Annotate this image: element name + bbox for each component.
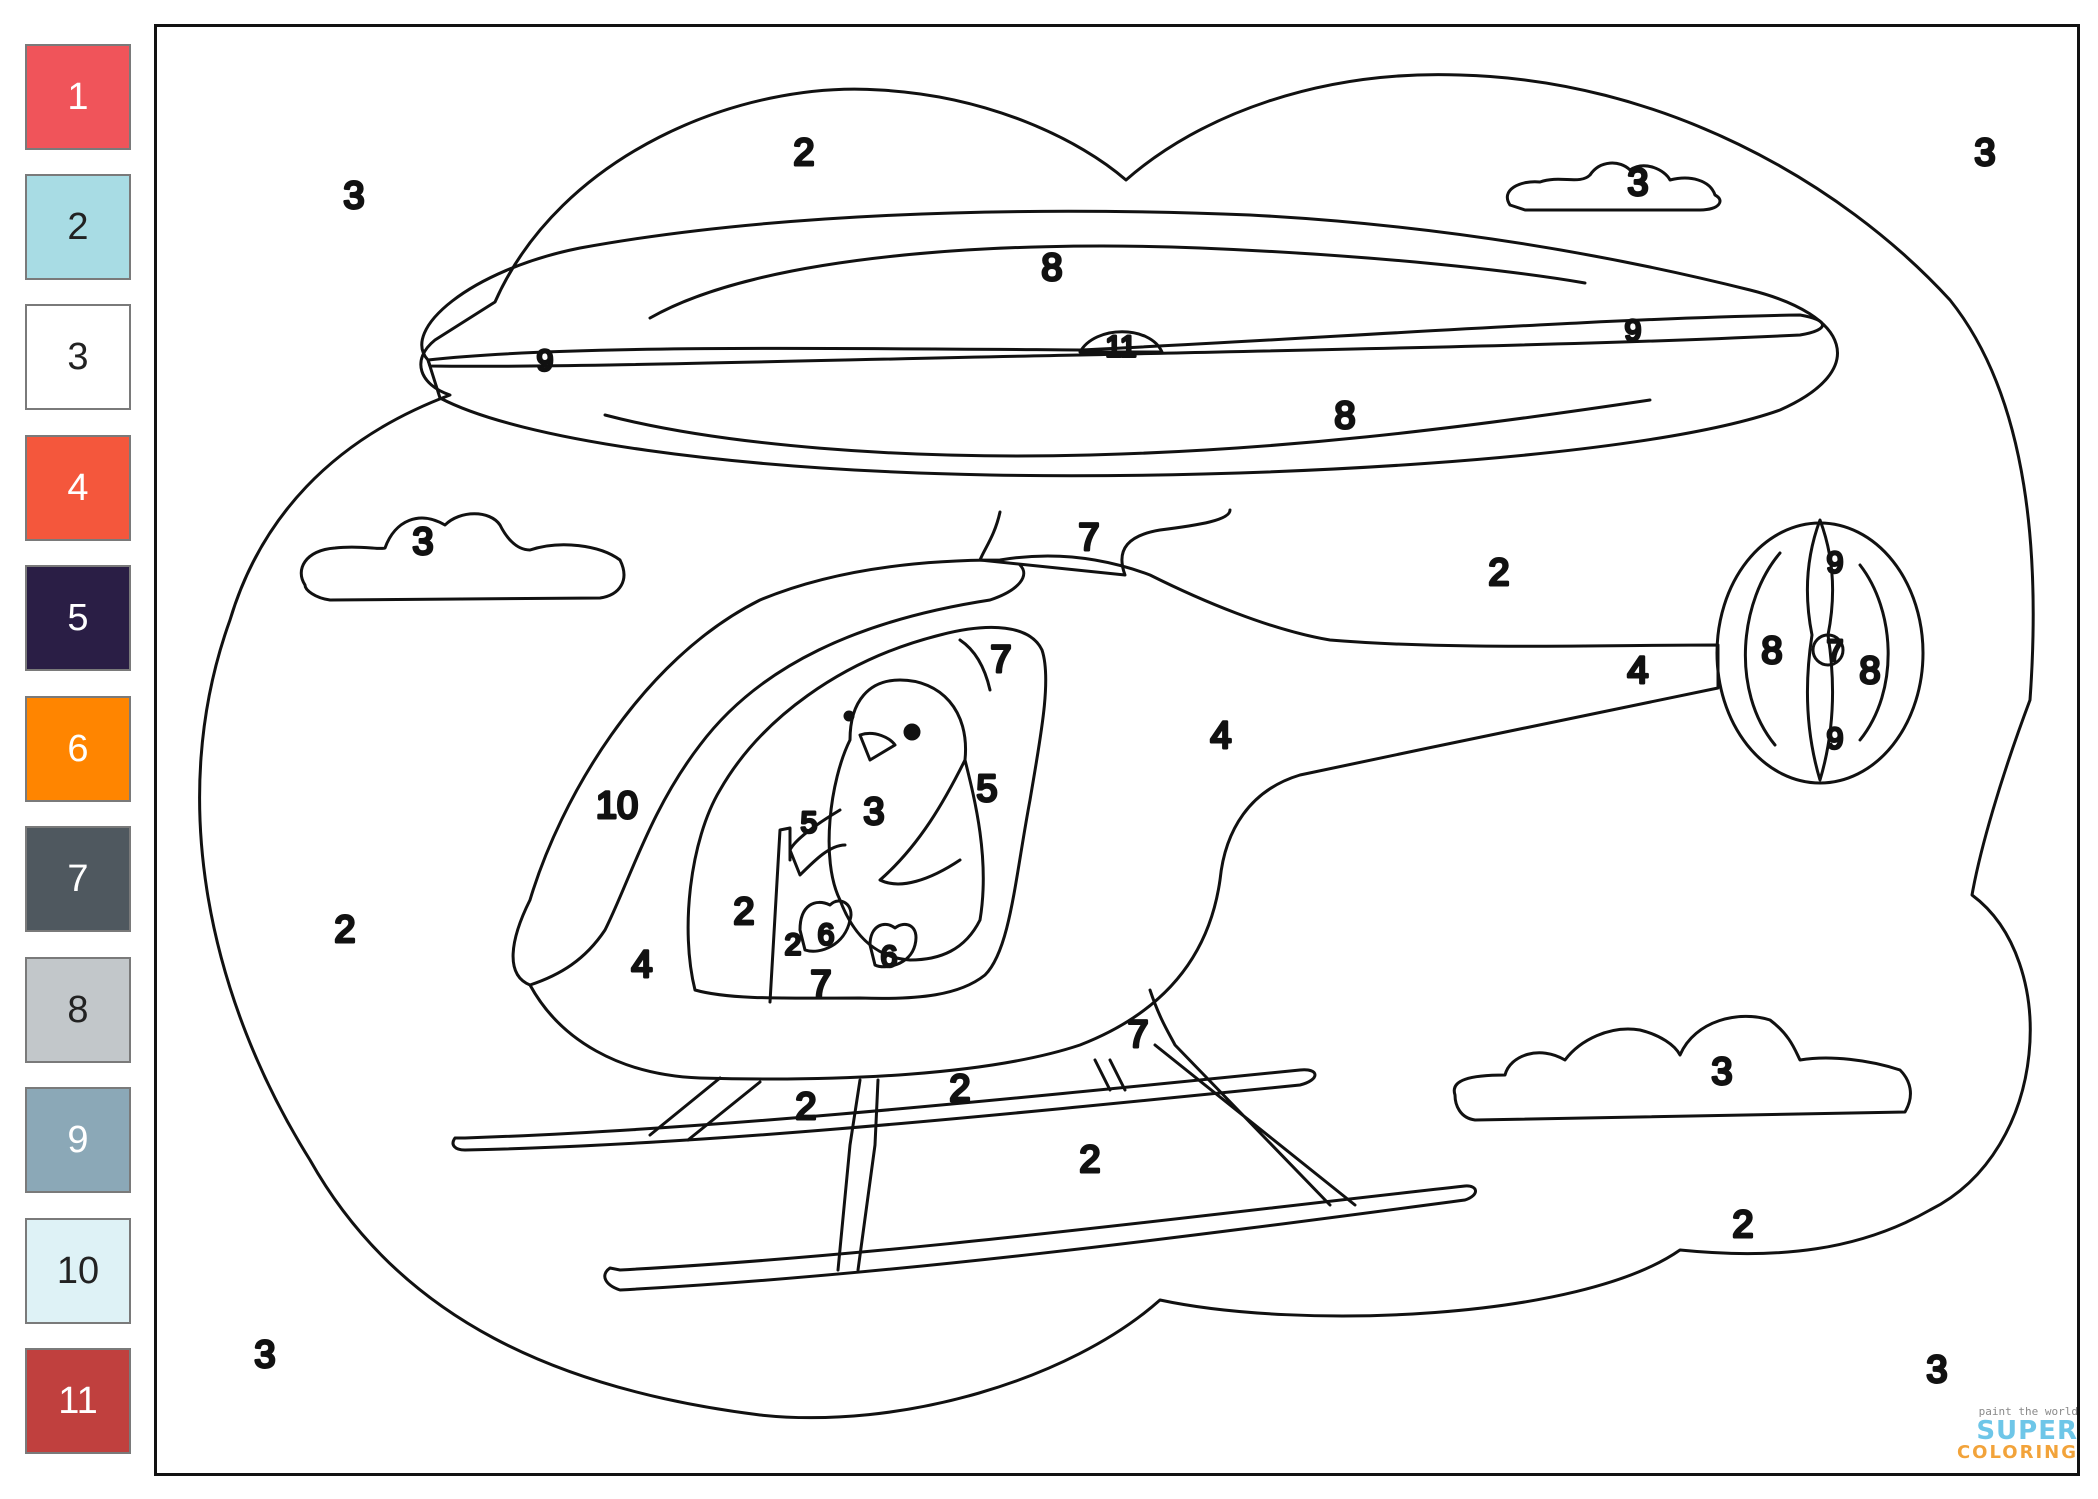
region-number: 2	[1079, 1139, 1100, 1181]
swatch-number: 7	[67, 858, 89, 900]
penguin-body[interactable]	[827, 678, 985, 962]
watermark-tagline: paint the world	[1978, 1405, 2078, 1418]
swatch-number: 6	[67, 728, 89, 770]
cloud-right[interactable]	[1452, 1014, 1912, 1122]
skid-strut-left[interactable]	[648, 1076, 880, 1272]
color-swatch-3[interactable]: 3	[25, 304, 131, 410]
region-number: 3	[412, 521, 433, 563]
region-number: 5	[976, 768, 997, 810]
region-number: 9	[1827, 547, 1844, 580]
region-number: 8	[1859, 650, 1880, 692]
swatch-number: 1	[67, 76, 89, 118]
color-swatch-9[interactable]: 9	[25, 1087, 131, 1193]
region-number: 7	[1127, 1014, 1148, 1056]
region-number: 3	[1974, 132, 1995, 174]
region-number: 8	[1761, 630, 1782, 672]
region-number: 3	[1627, 162, 1648, 204]
tail-rotor[interactable]	[1715, 521, 1925, 785]
region-number: 6	[818, 919, 835, 952]
region-number: 7	[1827, 635, 1844, 668]
rotor-blade[interactable]	[426, 313, 1824, 368]
color-swatch-7[interactable]: 7	[25, 826, 131, 932]
region-number: 9	[1625, 315, 1642, 348]
swatch-number: 3	[67, 336, 89, 378]
tail-rotor-arc-right	[1858, 563, 1890, 742]
region-number: 3	[254, 1334, 275, 1376]
cloud-left[interactable]	[299, 512, 626, 602]
region-number: 10	[596, 785, 638, 827]
swatch-number: 10	[56, 1250, 100, 1292]
swatch-number: 8	[67, 989, 89, 1031]
region-number: 2	[785, 929, 802, 962]
region-number: 11	[1105, 331, 1136, 364]
region-number: 3	[343, 175, 364, 217]
region-number: 2	[1488, 552, 1509, 594]
watermark-brand: SUPER	[1976, 1416, 2078, 1446]
swatch-number: 5	[67, 597, 89, 639]
region-number: 6	[881, 941, 898, 974]
tail-rotor-hub[interactable]	[1811, 633, 1845, 667]
color-swatch-6[interactable]: 6	[25, 696, 131, 802]
penguin-eye-right	[903, 723, 921, 741]
tail-rotor-arc-left	[1743, 551, 1782, 747]
rotor-arc-lower	[603, 398, 1652, 458]
region-number: 2	[334, 909, 355, 951]
helicopter-body[interactable]	[511, 554, 1720, 1081]
region-number: 4	[631, 944, 652, 986]
penguin-arm[interactable]	[788, 808, 847, 877]
region-number: 2	[1732, 1204, 1753, 1246]
region-number: 3	[863, 791, 884, 833]
skid-front[interactable]	[603, 1184, 1477, 1292]
region-number: 7	[810, 964, 831, 1006]
seat[interactable]	[768, 638, 992, 1004]
rotor-arc-upper	[648, 244, 1587, 320]
region-number: 2	[733, 891, 754, 933]
swatch-number: 11	[58, 1380, 98, 1422]
color-swatch-10[interactable]: 10	[25, 1218, 131, 1324]
cockpit-window[interactable]	[686, 625, 1048, 1000]
rotor-disc[interactable]	[420, 209, 1839, 478]
region-number: 5	[801, 807, 818, 840]
region-number: 3	[1711, 1051, 1732, 1093]
region-number: 8	[1334, 395, 1355, 437]
coloring-frame	[154, 24, 2080, 1476]
region-number: 7	[990, 639, 1011, 681]
swatch-number: 2	[67, 206, 89, 248]
region-number: 8	[1041, 247, 1062, 289]
region-number: 2	[949, 1068, 970, 1110]
color-swatch-2[interactable]: 2	[25, 174, 131, 280]
region-number: 3	[1926, 1349, 1947, 1391]
region-number: 4	[1210, 715, 1231, 757]
swatch-number: 4	[67, 467, 89, 509]
watermark-brand-sub: COLORING	[1956, 1442, 2078, 1463]
region-number: 9	[1827, 723, 1844, 756]
skid-strut-right[interactable]	[1093, 988, 1357, 1207]
windshield-edge	[528, 563, 1026, 987]
swatch-number: 9	[67, 1119, 89, 1161]
region-number: 7	[1078, 517, 1099, 559]
color-swatch-8[interactable]: 8	[25, 957, 131, 1063]
region-number: 9	[537, 345, 554, 378]
rotor-hub[interactable]	[1078, 330, 1164, 354]
watermark-logo: paint the world SUPER COLORING	[1956, 1405, 2078, 1473]
color-palette: 1 2 3 4 5 6 7 8 9 10 11	[25, 44, 131, 1462]
cloud-top-right[interactable]	[1506, 161, 1722, 212]
color-swatch-4[interactable]: 4	[25, 435, 131, 541]
color-swatch-1[interactable]: 1	[25, 44, 131, 150]
mast[interactable]	[978, 508, 1232, 577]
region-number: 2	[793, 132, 814, 174]
color-swatch-11[interactable]: 11	[25, 1348, 131, 1454]
penguin-foot-left[interactable]	[798, 899, 853, 953]
penguin-eye-left	[843, 710, 855, 722]
region-number: 2	[795, 1086, 816, 1128]
penguin-beak[interactable]	[858, 731, 897, 762]
bubble-outline[interactable]	[198, 73, 2035, 1420]
color-swatch-5[interactable]: 5	[25, 565, 131, 671]
region-number: 4	[1627, 650, 1648, 692]
skid-rear[interactable]	[451, 1068, 1317, 1152]
penguin-wing[interactable]	[878, 758, 967, 886]
penguin-foot-right[interactable]	[868, 922, 918, 969]
tail-rotor-blade[interactable]	[1805, 518, 1835, 782]
